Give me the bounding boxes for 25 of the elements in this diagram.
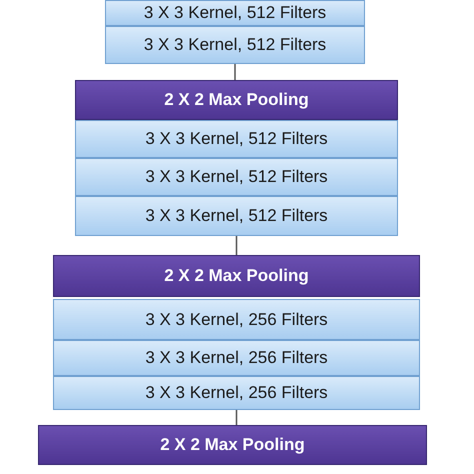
convolution-layer-box (105, 26, 365, 64)
layer-label: 3 X 3 Kernel, 256 Filters (145, 348, 328, 368)
layer-label: 3 X 3 Kernel, 512 Filters (145, 167, 328, 187)
pooling-layer-box (53, 255, 420, 297)
layer-label: 3 X 3 Kernel, 512 Filters (145, 129, 328, 149)
layer-label: 3 X 3 Kernel, 256 Filters (145, 310, 328, 330)
pooling-layer-box (38, 425, 427, 465)
convolution-layer-box (75, 196, 398, 236)
layer-label: 3 X 3 Kernel, 256 Filters (145, 383, 328, 403)
layer-label: 3 X 3 Kernel, 512 Filters (145, 206, 328, 226)
convolution-layer-box (75, 120, 398, 158)
connector-line (236, 410, 238, 425)
layer-label: 3 X 3 Kernel, 512 Filters (144, 3, 326, 23)
layer-label: 3 X 3 Kernel, 512 Filters (144, 35, 326, 55)
convolution-layer-box (53, 299, 420, 340)
connector-line (236, 236, 238, 255)
convolution-layer-box (53, 340, 420, 376)
layer-label: 2 X 2 Max Pooling (164, 266, 309, 286)
convolution-layer-box (105, 0, 365, 26)
connector-line (234, 64, 236, 80)
layer-label: 2 X 2 Max Pooling (160, 435, 305, 455)
convolution-layer-box (75, 158, 398, 196)
convolution-layer-box (53, 376, 420, 410)
pooling-layer-box (75, 80, 398, 120)
layer-label: 2 X 2 Max Pooling (164, 90, 309, 110)
